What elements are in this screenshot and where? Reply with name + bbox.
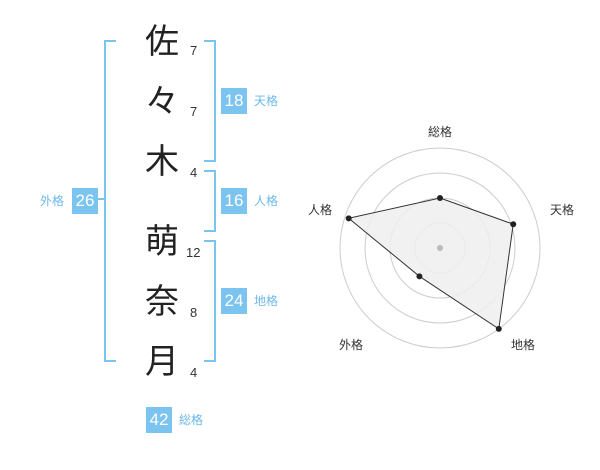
chikaku-bracket — [204, 240, 216, 362]
soukaku-value: 42 — [146, 407, 172, 433]
chikaku-label: 地格 — [254, 294, 279, 308]
chikaku-value: 24 — [221, 288, 247, 314]
radar-point-chi — [495, 325, 502, 332]
stroke-count-1: 7 — [190, 43, 198, 58]
gaikaku-bracket — [104, 40, 116, 362]
jinkaku-value: 16 — [221, 188, 247, 214]
jinkaku-bracket — [204, 170, 216, 232]
radar-point-ten — [510, 221, 517, 228]
stroke-count-3: 4 — [190, 165, 198, 180]
gaikaku-value: 26 — [72, 188, 98, 214]
radar-point-sou — [437, 195, 443, 201]
gaikaku-bracket-tick — [96, 198, 106, 200]
tenkaku-bracket — [204, 40, 216, 162]
name-char-5: 奈 — [145, 282, 179, 322]
radar-center-dot — [437, 245, 443, 251]
radar-ring-4 — [339, 147, 541, 349]
radar-label-soukaku: 総格 — [428, 125, 453, 139]
name-char-2: 々 — [145, 82, 179, 122]
soukaku-label: 総格 — [179, 413, 204, 427]
gaikaku-label: 外格 — [40, 194, 65, 208]
tenkaku-label: 天格 — [254, 94, 279, 108]
radar-point-jin — [345, 215, 352, 222]
name-char-3: 木 — [145, 142, 179, 182]
radar-label-chikaku: 地格 — [511, 338, 536, 352]
name-char-4: 萌 — [145, 222, 179, 262]
stroke-count-6: 4 — [190, 365, 198, 380]
name-char-6: 月 — [145, 342, 179, 382]
radar-point-gai — [416, 273, 423, 280]
stroke-count-5: 8 — [190, 305, 198, 320]
radar-ring-3 — [364, 172, 516, 324]
stroke-count-2: 7 — [190, 104, 198, 119]
stroke-count-4: 12 — [186, 245, 201, 260]
radar-label-tenkaku: 天格 — [550, 203, 575, 217]
radar-polygon — [347, 197, 514, 330]
jinkaku-label: 人格 — [254, 194, 279, 208]
radar-label-gaikaku: 外格 — [339, 338, 364, 352]
tenkaku-value: 18 — [221, 88, 247, 114]
radar-label-jinkaku: 人格 — [308, 203, 333, 217]
name-char-1: 佐 — [145, 22, 179, 62]
